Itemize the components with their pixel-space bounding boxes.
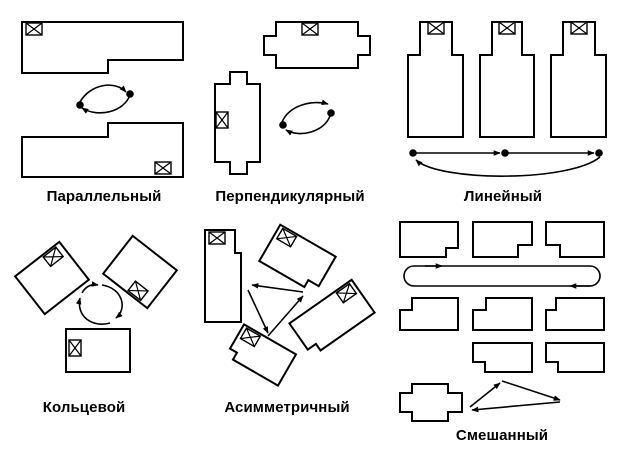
asymmetric-building-top — [257, 223, 338, 289]
mixed-row3-block-1 — [472, 342, 533, 373]
caption-asymmetric: Асимметричный — [224, 399, 350, 416]
parallel-building-bottom — [21, 122, 184, 178]
parallel-bottom-cross-box — [154, 161, 172, 175]
mixed-row3-block-2 — [545, 342, 605, 373]
mixed-triangle-arrows — [469, 380, 561, 413]
parallel-scheme — [21, 21, 184, 178]
asymmetric-building-bottom — [228, 323, 298, 387]
linear-building-1 — [407, 21, 464, 138]
linear-flow-arrows — [409, 149, 603, 177]
ring-building-left — [13, 240, 91, 316]
mixed-row2-block-1 — [399, 297, 459, 331]
perpendicular-side-cross-box — [215, 111, 229, 129]
ring-building-right — [101, 234, 179, 310]
parallel-top-cross-box — [25, 22, 43, 36]
linear-2-cross-box — [498, 21, 516, 35]
mixed-row1-block-1 — [399, 221, 459, 258]
asymmetric-tall-cross-box — [208, 231, 226, 245]
mixed-row1-block-2 — [472, 221, 533, 258]
linear-scheme — [407, 21, 607, 177]
perpendicular-building-horizontal — [263, 21, 371, 69]
caption-perpendicular: Перпендикулярный — [215, 188, 365, 205]
caption-parallel: Параллельный — [46, 188, 162, 205]
caption-linear: Линейный — [463, 188, 543, 205]
mixed-row2-block-3 — [545, 297, 605, 331]
mixed-row2-block-2 — [472, 297, 533, 331]
mixed-loop-arrows — [403, 263, 601, 289]
asymmetric-triangle-arrows — [247, 283, 304, 337]
perpendicular-building-vertical — [214, 71, 261, 175]
asymmetric-scheme — [204, 223, 376, 387]
parallel-building-top — [21, 21, 184, 74]
perpendicular-cycle-arrows — [279, 99, 335, 136]
ring-cycle-arrows — [75, 281, 123, 325]
asymmetric-building-right — [288, 278, 376, 352]
perpendicular-scheme — [214, 21, 371, 175]
linear-building-2 — [479, 21, 535, 138]
mixed-row1-block-3 — [545, 221, 605, 258]
caption-mixed: Смешанный — [455, 427, 549, 444]
asymmetric-building-tall — [204, 229, 242, 323]
linear-3-cross-box — [570, 21, 588, 35]
ring-bottom-cross-box — [68, 339, 82, 357]
parallel-cycle-arrows — [76, 84, 134, 114]
mixed-cross-shaped-block — [399, 383, 463, 422]
mixed-scheme — [399, 221, 605, 422]
caption-ring: Кольцевой — [42, 399, 126, 416]
perpendicular-top-cross-box — [301, 22, 319, 36]
ring-scheme — [13, 234, 179, 373]
linear-building-3 — [550, 21, 607, 138]
linear-1-cross-box — [427, 21, 445, 35]
